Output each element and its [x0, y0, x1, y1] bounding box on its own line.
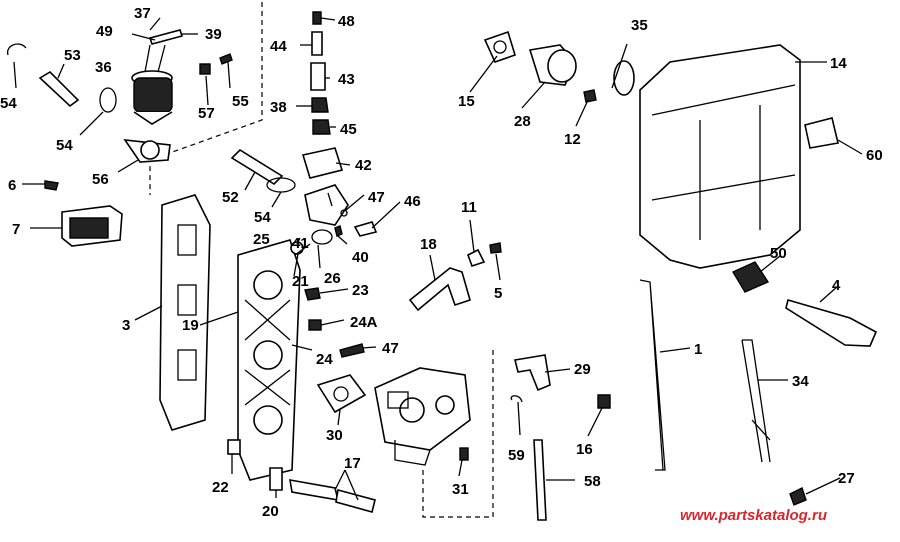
callout-40: 40 — [352, 249, 369, 266]
callout-48: 48 — [338, 13, 355, 30]
filter-bottom — [133, 111, 173, 125]
callout-12: 12 — [564, 131, 581, 148]
group-boundaries — [149, 2, 494, 518]
hose-part — [38, 70, 80, 108]
callout-60: 60 — [866, 147, 883, 164]
callout-17: 17 — [344, 455, 361, 472]
clip-part — [7, 43, 27, 56]
callout-4: 4 — [832, 277, 841, 294]
callout-26: 26 — [324, 270, 341, 287]
callout-30: 30 — [326, 427, 343, 444]
callout-58: 58 — [584, 473, 601, 490]
callout-41: 41 — [292, 235, 309, 252]
callout-16: 16 — [576, 441, 593, 458]
silencer-box — [639, 44, 801, 269]
callout-1: 1 — [694, 341, 702, 358]
callout-7: 7 — [12, 221, 20, 238]
callout-39: 39 — [205, 26, 222, 43]
callout-21: 21 — [292, 273, 309, 290]
callout-54-b: 54 — [56, 137, 73, 154]
callout-46: 46 — [404, 193, 421, 210]
callout-6: 6 — [8, 177, 16, 194]
callout-11: 11 — [461, 199, 477, 216]
callout-34: 34 — [792, 373, 809, 390]
callout-labels: 37 49 39 53 36 54 55 57 54 56 6 7 52 54 … — [0, 5, 883, 520]
callout-29: 29 — [574, 361, 591, 378]
callout-56: 56 — [92, 171, 109, 188]
callout-19: 19 — [182, 317, 199, 334]
callout-44: 44 — [270, 38, 287, 55]
callout-53: 53 — [64, 47, 81, 64]
filter-body — [133, 77, 173, 113]
callout-57: 57 — [198, 105, 215, 122]
callout-35: 35 — [631, 17, 648, 34]
callout-54-a: 54 — [0, 95, 17, 112]
callout-42: 42 — [355, 157, 372, 174]
callout-27: 27 — [838, 470, 855, 487]
callout-3: 3 — [122, 317, 130, 334]
callout-14: 14 — [830, 55, 847, 72]
callout-36: 36 — [95, 59, 112, 76]
callout-55: 55 — [232, 93, 249, 110]
callout-15: 15 — [458, 93, 475, 110]
callout-43: 43 — [338, 71, 355, 88]
callout-37: 37 — [134, 5, 151, 22]
leader-lines — [13, 17, 863, 501]
callout-47: 47 — [368, 189, 385, 206]
gasket-part — [159, 194, 211, 431]
callout-49: 49 — [96, 23, 113, 40]
callout-31: 31 — [452, 481, 469, 498]
callout-59: 59 — [508, 447, 525, 464]
callout-45: 45 — [340, 121, 357, 138]
fuel-pump — [304, 184, 349, 226]
callout-54-c: 54 — [254, 209, 271, 226]
callout-38: 38 — [270, 99, 287, 116]
callout-52: 52 — [222, 189, 239, 206]
callout-22: 22 — [212, 479, 229, 496]
callout-50: 50 — [770, 245, 787, 262]
part-drawings — [7, 11, 878, 521]
callout-24A: 24A — [350, 314, 378, 331]
callout-2: 47 — [382, 340, 399, 357]
callout-18: 18 — [420, 236, 437, 253]
callout-24: 24 — [316, 351, 333, 368]
callout-25: 25 — [253, 231, 270, 248]
callout-20: 20 — [262, 503, 279, 520]
watermark-text: www.partskatalog.ru — [680, 507, 827, 524]
callout-28: 28 — [514, 113, 531, 130]
callout-5: 5 — [494, 285, 502, 302]
callout-23: 23 — [352, 282, 369, 299]
